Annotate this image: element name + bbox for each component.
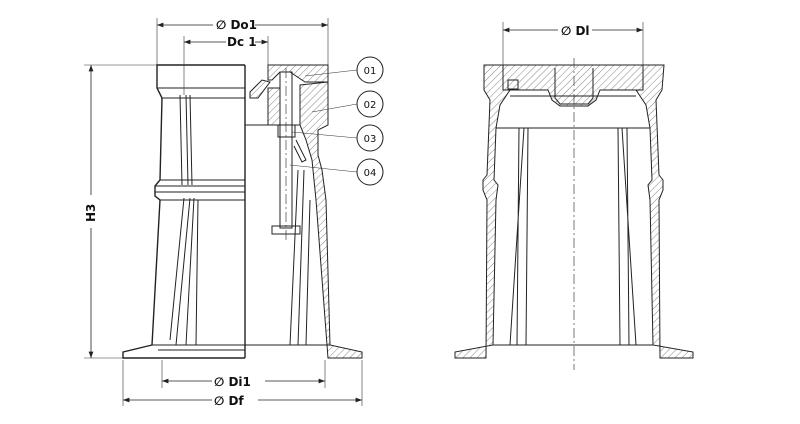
do1-label: ∅ Do1 xyxy=(216,18,257,32)
svg-text:02: 02 xyxy=(364,100,377,111)
dl-label: ∅ Dl xyxy=(561,24,590,38)
clamp-section xyxy=(267,87,281,126)
balloon-02: 02 xyxy=(311,90,384,118)
svg-text:04: 04 xyxy=(364,168,377,179)
right-wall-right xyxy=(635,64,694,359)
df-label: ∅ Df xyxy=(214,394,244,408)
balloon-03: 03 xyxy=(291,124,384,152)
svg-text:03: 03 xyxy=(364,134,377,145)
left-view xyxy=(122,64,363,359)
dc1-label: Dc 1 xyxy=(227,35,257,49)
frame-section xyxy=(299,81,363,359)
cover-section xyxy=(267,64,329,83)
right-cover-section xyxy=(502,64,644,107)
left-dimensions: ∅ Do1 Dc 1 H3 ∅ Di1 ∅ Df xyxy=(84,18,363,408)
di1-label: ∅ Di1 xyxy=(214,375,251,389)
nut xyxy=(277,124,296,138)
svg-text:01: 01 xyxy=(364,66,377,77)
right-dimensions: ∅ Dl xyxy=(502,22,644,65)
balloon-04: 04 xyxy=(289,158,384,186)
right-wall-left xyxy=(454,64,511,359)
balloon-01: 01 xyxy=(304,56,384,84)
right-view xyxy=(454,58,694,370)
left-elevation-outline xyxy=(122,64,245,359)
h3-label: H3 xyxy=(84,204,98,222)
